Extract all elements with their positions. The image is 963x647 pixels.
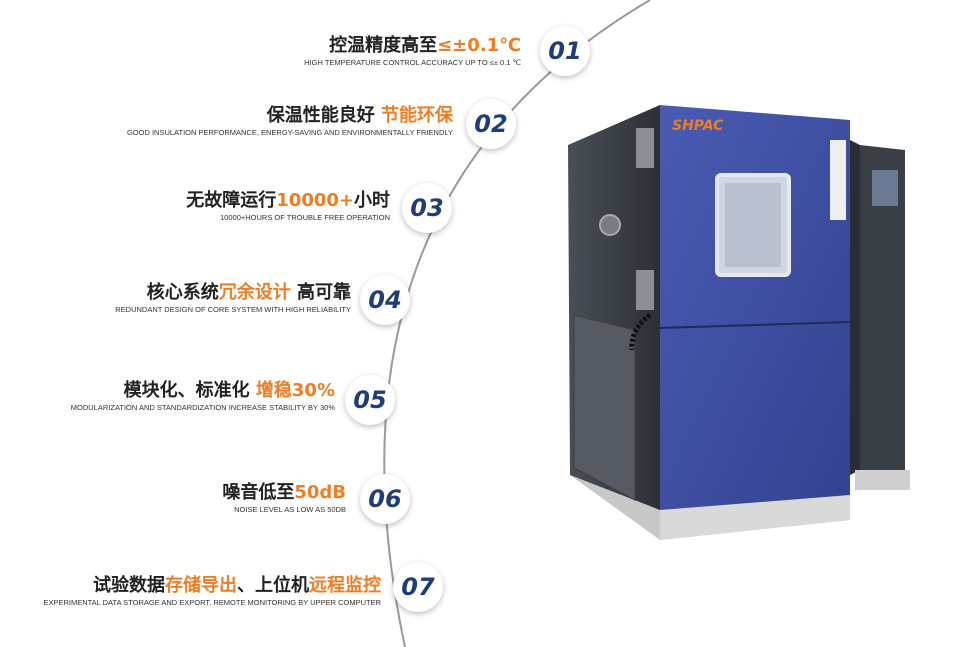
feature-6: 噪音低至50dB NOISE LEVEL AS LOW AS 50dB bbox=[222, 482, 346, 514]
feature-4-subtitle: REDUNDANT DESIGN OF CORE SYSTEM WITH HIG… bbox=[115, 305, 351, 314]
feature-number-06: 06 bbox=[360, 474, 410, 524]
feature-7-subtitle: EXPERIMENTAL DATA STORAGE AND EXPORT, RE… bbox=[43, 598, 381, 607]
feature-2: 保温性能良好 节能环保 GOOD INSULATION PERFORMANCE,… bbox=[126, 105, 453, 137]
feature-number-07: 07 bbox=[393, 562, 443, 612]
feature-number-03: 03 bbox=[402, 183, 452, 233]
feature-1-subtitle: HIGH TEMPERATURE CONTROL ACCURACY UP TO … bbox=[304, 58, 521, 67]
feature-2-subtitle: GOOD INSULATION PERFORMANCE, ENERGY-SAVI… bbox=[126, 128, 453, 137]
feature-3: 无故障运行10000+小时 10000+HOURS OF TROUBLE FRE… bbox=[186, 190, 390, 222]
feature-number-05: 05 bbox=[345, 375, 395, 425]
feature-4: 核心系统冗余设计 高可靠 REDUNDANT DESIGN OF CORE SY… bbox=[115, 282, 351, 314]
test-chamber-image: SHPAC bbox=[568, 105, 910, 540]
feature-7: 试验数据存储导出、上位机远程监控 EXPERIMENTAL DATA STORA… bbox=[43, 575, 381, 607]
feature-5-subtitle: MODULARIZATION AND STANDARDIZATION INCRE… bbox=[70, 403, 335, 412]
feature-6-subtitle: NOISE LEVEL AS LOW AS 50dB bbox=[234, 505, 346, 514]
feature-number-01: 01 bbox=[540, 26, 590, 76]
feature-number-04: 04 bbox=[360, 275, 410, 325]
feature-1: 控温精度高至≤±0.1℃ HIGH TEMPERATURE CONTROL AC… bbox=[304, 35, 521, 67]
feature-3-subtitle: 10000+HOURS OF TROUBLE FREE OPERATION bbox=[220, 213, 390, 222]
brand-logo: SHPAC bbox=[672, 118, 724, 134]
feature-5: 模块化、标准化 增稳30% MODULARIZATION AND STANDAR… bbox=[70, 380, 335, 412]
feature-number-02: 02 bbox=[466, 99, 516, 149]
